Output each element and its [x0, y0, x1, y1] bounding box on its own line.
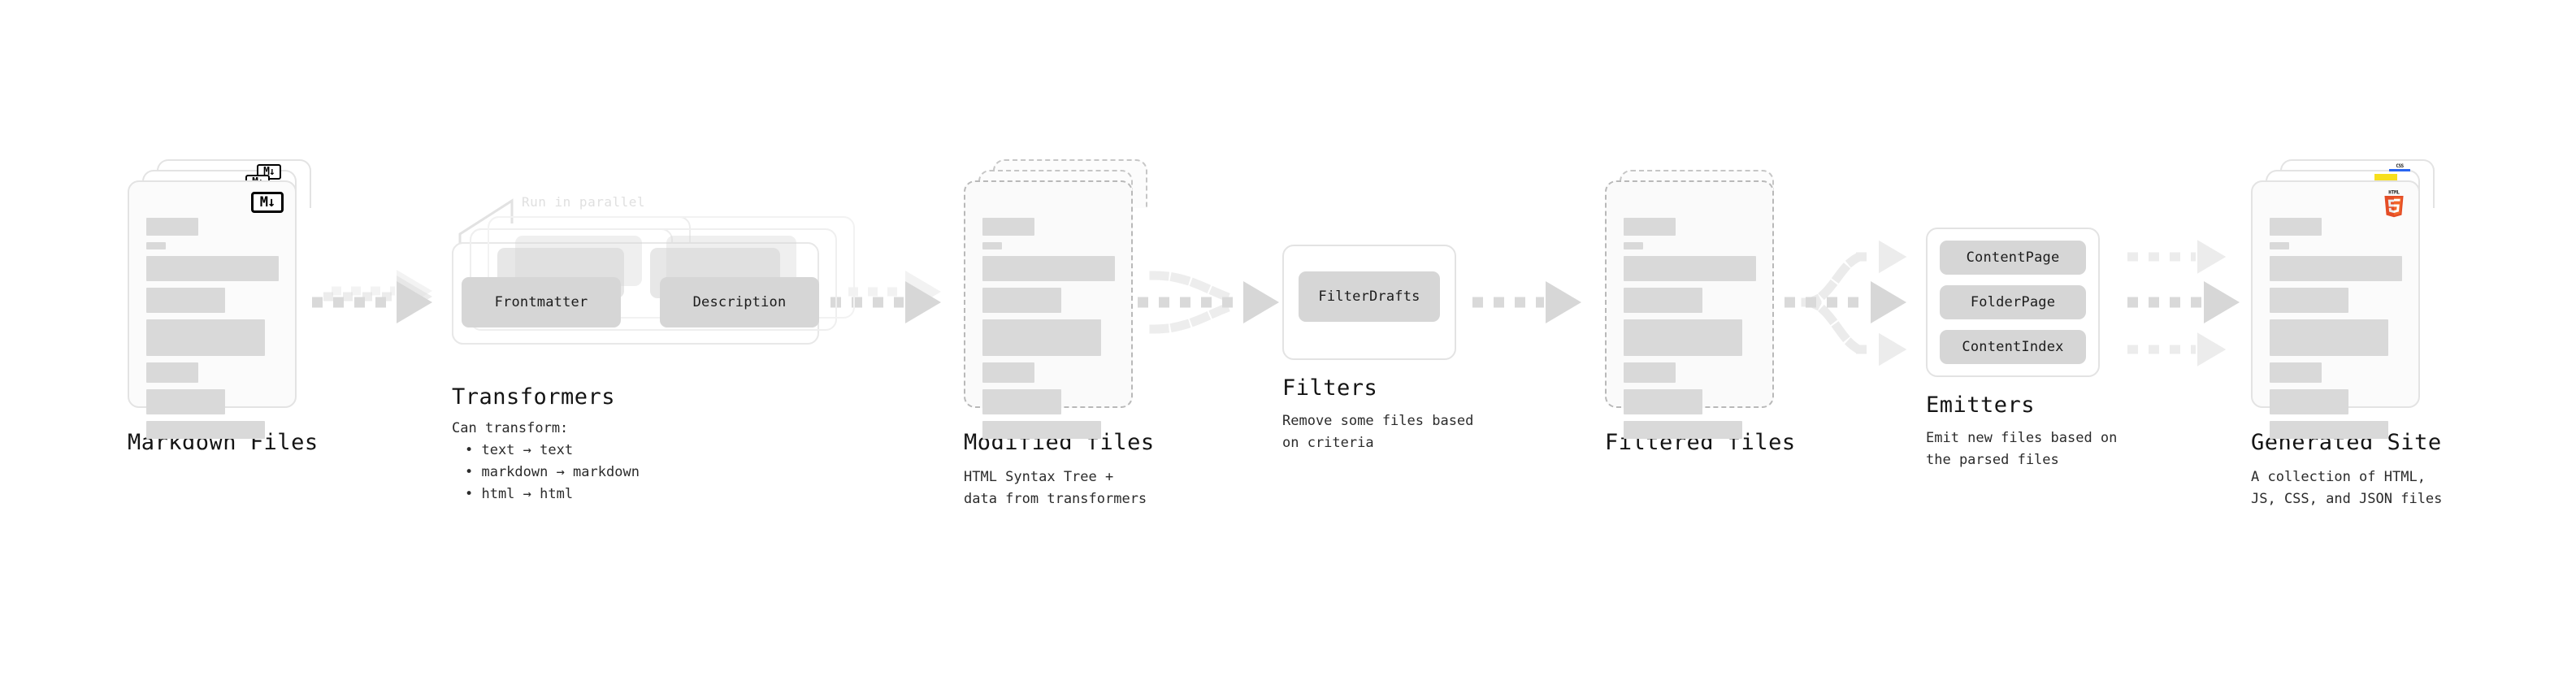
skeleton-bar: [1624, 362, 1676, 383]
skeleton-bar: [2270, 256, 2402, 281]
css-icon-underline: [2389, 169, 2410, 171]
skeleton-bar: [1624, 242, 1643, 249]
skeleton-bar: [1624, 288, 1702, 313]
doc-skeleton: [982, 218, 1120, 445]
css-icon-label: CSS: [2396, 163, 2404, 169]
modified-file-card: [964, 180, 1133, 439]
bullet-item: • markdown → markdown: [465, 464, 640, 480]
arrow-filters-to-filtered: [1472, 281, 1581, 323]
arrow-modified-to-filters: [1138, 271, 1279, 334]
bullet-item: • text → text: [465, 442, 574, 458]
transformer-chip-description[interactable]: Description: [660, 277, 819, 327]
filters-subtitle: Remove some files based on criteria: [1282, 413, 1474, 451]
generated-site-subtitle: A collection of HTML, JS, CSS, and JSON …: [2251, 469, 2443, 507]
skeleton-bar: [2270, 389, 2348, 414]
stage-title-emitters: Emitters: [1926, 393, 2036, 418]
doc-skeleton: [1624, 218, 1761, 445]
skeleton-bar: [982, 421, 1101, 439]
stage-title-transformers: Transformers: [452, 384, 616, 410]
skeleton-bar: [146, 421, 265, 439]
skeleton-bar: [146, 362, 198, 383]
skeleton-bar: [1624, 218, 1676, 236]
skeleton-bar: [2270, 288, 2348, 313]
stage-title-filters: Filters: [1282, 375, 1378, 401]
skeleton-bar: [982, 242, 1002, 249]
modified-files-subtitle: HTML Syntax Tree + data from transformer…: [964, 469, 1147, 507]
skeleton-bar: [146, 288, 225, 313]
skeleton-bar: [2270, 421, 2388, 439]
arrow-emitters-to-site: [2127, 240, 2240, 367]
stage-generated-site: CSS HTML: [2251, 159, 2435, 439]
skeleton-bar: [982, 389, 1061, 414]
transformers-subtitle: Can transform:: [452, 420, 569, 436]
emitter-chip-contentindex[interactable]: ContentIndex: [1940, 330, 2086, 364]
skeleton-bar: [146, 218, 198, 236]
svg-text:HTML: HTML: [2388, 189, 2400, 195]
skeleton-bar: [1624, 256, 1756, 281]
emitter-chip-folderpage[interactable]: FolderPage: [1940, 285, 2086, 319]
skeleton-bar: [982, 288, 1061, 313]
skeleton-bar: [2270, 362, 2322, 383]
skeleton-bar: [2270, 319, 2388, 356]
emitter-chip-contentpage[interactable]: ContentPage: [1940, 241, 2086, 275]
doc-skeleton: [146, 218, 284, 445]
arrow-markdown-to-transformers: [312, 270, 432, 323]
skeleton-bar: [146, 256, 279, 281]
transformer-chip-frontmatter[interactable]: Frontmatter: [462, 277, 621, 327]
markdown-file-card: M↓: [128, 180, 297, 439]
skeleton-bar: [1624, 421, 1742, 439]
skeleton-bar: [146, 242, 166, 249]
markdown-icon: M↓: [251, 192, 284, 213]
css-icon: CSS: [2389, 164, 2410, 171]
skeleton-bar: [982, 256, 1115, 281]
generated-site-card: HTML: [2251, 180, 2420, 439]
filter-chip-filterdrafts[interactable]: FilterDrafts: [1299, 271, 1440, 322]
skeleton-bar: [146, 389, 225, 414]
stage-markdown-files: M↓ M↓ M↓: [128, 159, 311, 439]
run-in-parallel-label: Run in parallel: [522, 194, 645, 210]
bullet-item: • html → html: [465, 486, 574, 502]
arrow-transformers-to-modified: [830, 271, 941, 323]
skeleton-bar: [982, 218, 1034, 236]
skeleton-bar: [2270, 242, 2289, 249]
transformers-bullets: • text → text • markdown → markdown • ht…: [452, 440, 640, 505]
emitters-subtitle: Emit new files based on the parsed files: [1926, 430, 2118, 468]
skeleton-bar: [1624, 319, 1742, 356]
skeleton-bar: [2270, 218, 2322, 236]
skeleton-bar: [1624, 389, 1702, 414]
doc-skeleton: [2270, 218, 2407, 445]
html5-icon: HTML: [2384, 189, 2404, 218]
skeleton-bar: [146, 319, 265, 356]
skeleton-bar: [982, 362, 1034, 383]
stage-modified-files: [964, 159, 1147, 439]
stage-filtered-files: [1605, 170, 1774, 439]
filtered-file-card: [1605, 180, 1774, 439]
skeleton-bar: [982, 319, 1101, 356]
